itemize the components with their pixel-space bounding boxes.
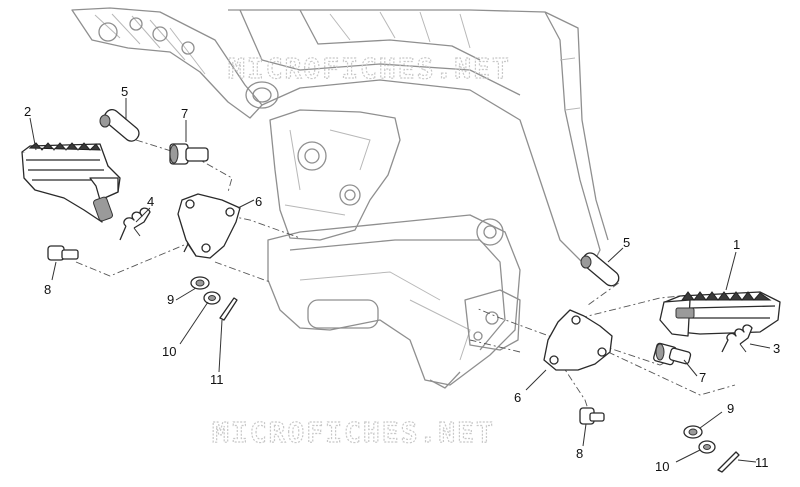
left-cotter-pin-part-11 bbox=[219, 297, 238, 321]
callout-10-left: 10 bbox=[162, 344, 176, 359]
callout-8-left: 8 bbox=[44, 282, 51, 297]
right-washer-part-10 bbox=[698, 440, 716, 454]
left-washer-part-10 bbox=[203, 291, 221, 305]
callout-7-left: 7 bbox=[181, 106, 188, 121]
callout-3: 3 bbox=[773, 341, 780, 356]
callout-5-right: 5 bbox=[623, 235, 630, 250]
right-washer-part-9 bbox=[683, 425, 703, 439]
left-washer-part-9 bbox=[190, 276, 210, 290]
callout-6-left: 6 bbox=[255, 194, 262, 209]
callout-4: 4 bbox=[147, 194, 154, 209]
callout-7-right: 7 bbox=[699, 370, 706, 385]
callout-labels: 2 5 7 4 6 8 9 10 11 1 5 3 7 6 8 9 10 11 bbox=[24, 84, 780, 474]
right-bolt-part-8 bbox=[579, 407, 605, 425]
left-bolt-part-8 bbox=[47, 245, 79, 261]
callout-2: 2 bbox=[24, 104, 31, 119]
callout-6-right: 6 bbox=[514, 390, 521, 405]
right-footpeg-part-1 bbox=[659, 291, 781, 337]
right-spring-part-3 bbox=[721, 324, 753, 353]
callout-11-right: 11 bbox=[755, 455, 769, 470]
callout-11-left: 11 bbox=[210, 372, 224, 387]
assembly-lines bbox=[75, 139, 736, 416]
callout-5-left: 5 bbox=[121, 84, 128, 99]
callout-9-left: 9 bbox=[167, 292, 174, 307]
watermark-bottom: MICROFICHES.NET bbox=[212, 416, 495, 449]
left-bolt-part-7 bbox=[169, 143, 209, 165]
left-bracket-part-6 bbox=[177, 193, 241, 259]
right-pin-part-5 bbox=[580, 252, 620, 287]
left-footpeg-part-2 bbox=[21, 142, 121, 223]
callout-8-right: 8 bbox=[576, 446, 583, 461]
callout-10-right: 10 bbox=[655, 459, 669, 474]
right-bolt-part-7 bbox=[653, 342, 692, 366]
callout-1: 1 bbox=[733, 237, 740, 252]
watermark-top: MICROFICHES.NET bbox=[228, 52, 511, 85]
right-cotter-pin-part-11 bbox=[717, 451, 740, 473]
callout-9-right: 9 bbox=[727, 401, 734, 416]
right-bracket-part-6 bbox=[543, 309, 613, 371]
leader-lines bbox=[29, 98, 771, 463]
left-pin-part-5 bbox=[99, 108, 140, 142]
